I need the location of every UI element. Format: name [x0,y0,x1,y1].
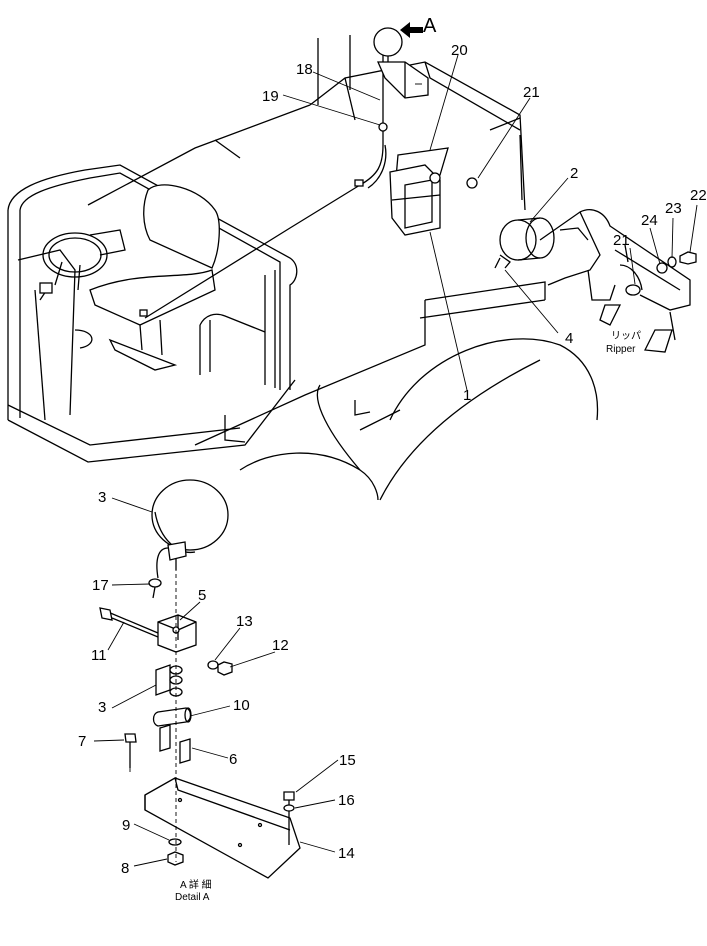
leader-lines [93,54,698,867]
callout-9: 9 [122,817,130,834]
detail-a-bracket [99,560,301,879]
view-a-arrow [400,22,423,38]
washer-24 [656,262,668,274]
callout-1: 1 [463,387,471,404]
bracket-assembly [389,147,449,236]
callout-4: 4 [565,330,573,347]
ripper-label-jp: リッパ [611,330,641,342]
callout-22: 22 [690,187,707,204]
callout-8: 8 [121,860,129,877]
callout-12: 12 [272,637,289,654]
tractor-body [87,32,599,501]
callout-18: 18 [296,61,313,78]
callout-23: 23 [665,200,682,217]
callout-6: 6 [229,751,237,768]
callout-20: 20 [451,42,468,59]
callout-17: 17 [92,577,109,594]
detail-a-lamp [148,479,229,599]
callout-10: 10 [233,697,250,714]
callout-13: 13 [236,613,253,630]
callout-15: 15 [339,752,356,769]
washer-21-top [466,177,478,189]
washer-23 [667,256,677,268]
bolt-22 [679,251,697,265]
ripper-lamp [494,217,555,269]
view-a-label: A [423,15,437,37]
callout-14: 14 [338,845,355,862]
callout-21-right: 21 [613,232,630,249]
callout-2: 2 [570,165,578,182]
callout-5: 5 [198,587,206,604]
callout-21-top: 21 [523,84,540,101]
callout-16: 16 [338,792,355,809]
wiring-harness [39,100,388,319]
ripper-assembly [539,209,691,353]
detail-label-jp: A 詳 細 [180,878,212,891]
operator-station [7,164,298,463]
callout-19: 19 [262,88,279,105]
ripper-label-en: Ripper [606,344,636,355]
callout-24: 24 [641,212,658,229]
detail-label-en: Detail A [175,892,210,903]
rear-lamp-top [373,27,429,99]
callout-3-bottom: 3 [98,699,106,716]
callout-3-top: 3 [98,489,106,506]
callout-7: 7 [78,733,86,750]
callout-11: 11 [91,647,107,664]
